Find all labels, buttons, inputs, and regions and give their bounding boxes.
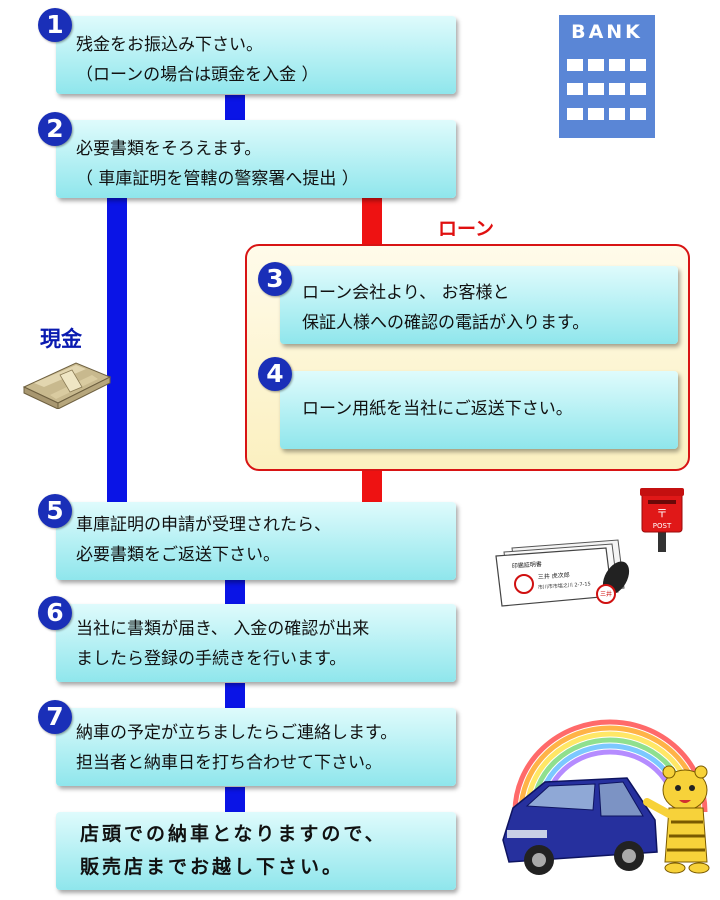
step-1-line-2: （ローンの場合は頭金を入金 ） [76,65,319,85]
certificate-stamp: 三井 [600,590,612,598]
step-1-number-badge: 1 [38,8,72,42]
step-2-line-1: 必要書類をそろえます。 [76,139,262,159]
step-1-box: 残金をお振込み下さい。 （ローンの場合は頭金を入金 ） [56,16,456,94]
final-line-1: 店頭での納車となりますので、 [80,823,387,845]
step-3-box: ローン会社より、 お客様と 保証人様への確認の電話が入ります。 [280,266,678,344]
step-5-line-2: 必要書類をご返送下さい。 [76,545,280,565]
step-6-line-1: 当社に書類が届き、 入金の確認が出来 [76,619,370,639]
bank-building-icon: BANK [559,15,655,138]
postbox-icon: 〒 POST [640,488,684,552]
step-6-number-badge: 6 [38,596,72,630]
certificate-documents-icon: 印鑑証明書 三井 虎次郎 市川市市塩之川 2-7-15 三井 [495,539,630,607]
car-rainbow-mascot-illustration [502,719,710,875]
certificate-address: 市川市市塩之川 2-7-15 [538,580,591,591]
step-5-box: 車庫証明の申請が受理されたら、 必要書類をご返送下さい。 [56,502,456,580]
final-line-2: 販売店までお越し下さい。 [80,856,345,878]
cash-path-bar [107,198,127,503]
step-7-number-badge: 7 [38,700,72,734]
certificate-title: 印鑑証明書 [512,560,543,570]
step-3-line-2: 保証人様への確認の電話が入ります。 [302,313,590,333]
final-delivery-box: 店頭での納車となりますので、 販売店までお越し下さい。 [56,812,456,890]
connector-5-6 [225,579,245,604]
money-bundle-icon [22,362,112,409]
step-5-line-1: 車庫証明の申請が受理されたら、 [76,515,331,535]
loan-path-bar-top [362,198,382,246]
loan-branch-label: ローン [438,218,495,240]
step-6-box: 当社に書類が届き、 入金の確認が出来 ましたら登録の手続きを行います。 [56,604,456,682]
step-3-number-badge: 3 [258,262,292,296]
step-7-line-2: 担当者と納車日を打ち合わせて下さい。 [76,753,382,773]
connector-1-2 [225,95,245,120]
step-5-number-badge: 5 [38,494,72,528]
step-2-number-badge: 2 [38,112,72,146]
svg-text:〒: 〒 [657,507,668,520]
step-2-box: 必要書類をそろえます。 （ 車庫証明を管轄の警察署へ提出 ） [56,120,456,198]
step-6-line-2: ましたら登録の手続きを行います。 [76,649,347,669]
step-4-number-badge: 4 [258,357,292,391]
step-4-box: ローン用紙を当社にご返送下さい。 [280,371,678,449]
postbox-label: POST [653,522,672,530]
step-7-box: 納車の予定が立ちましたらご連絡します。 担当者と納車日を打ち合わせて下さい。 [56,708,456,786]
step-7-line-1: 納車の予定が立ちましたらご連絡します。 [76,723,398,743]
step-1-line-1: 残金をお振込み下さい。 [76,35,263,55]
step-3-line-1: ローン会社より、 お客様と [302,283,510,303]
loan-path-bar-bottom [362,471,382,503]
cash-branch-label: 現金 [40,327,82,351]
connector-7-final [225,787,245,812]
step-4-line-1: ローン用紙を当社にご返送下さい。 [302,399,573,419]
certificate-name: 三井 虎次郎 [538,571,570,581]
step-2-line-2: （ 車庫証明を管轄の警察署へ提出 ） [76,169,359,189]
connector-6-7 [225,683,245,708]
bank-sign-text: BANK [571,21,643,43]
